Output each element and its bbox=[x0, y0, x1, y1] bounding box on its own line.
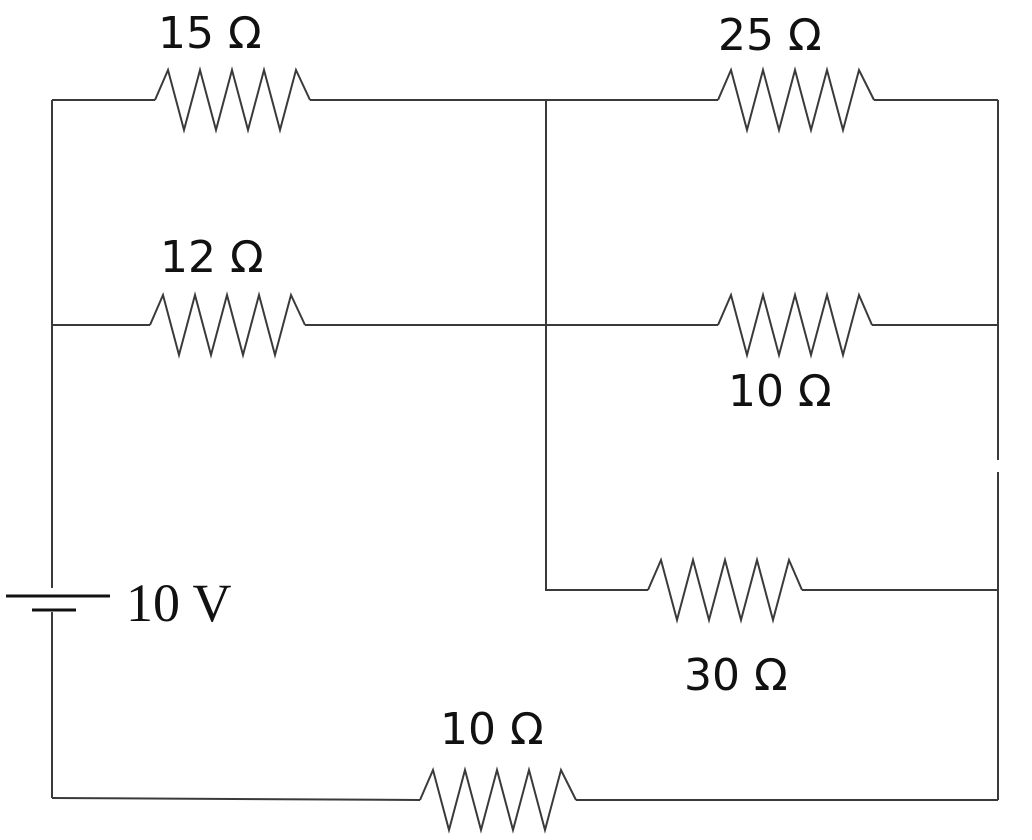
resistor-30-ohm bbox=[647, 556, 803, 624]
wire-middle-vertical bbox=[545, 100, 648, 591]
label-resistor-25-ohm: 25 Ω bbox=[718, 10, 822, 61]
resistor-25-ohm bbox=[717, 66, 875, 134]
resistor-10-ohm-bottom bbox=[419, 766, 577, 834]
label-resistor-30-ohm: 30 Ω bbox=[684, 650, 788, 701]
resistor-12-ohm bbox=[149, 291, 306, 359]
label-resistor-10-ohm-bottom: 10 Ω bbox=[440, 704, 544, 755]
label-resistor-10-ohm-middle: 10 Ω bbox=[728, 366, 832, 417]
label-resistor-12-ohm: 12 Ω bbox=[160, 232, 264, 283]
resistor-15-ohm bbox=[154, 66, 311, 134]
label-battery-voltage: 10 V bbox=[126, 573, 232, 633]
resistor-10-ohm-middle bbox=[717, 291, 873, 359]
wire-bottom-left bbox=[51, 797, 421, 801]
label-resistor-15-ohm: 15 Ω bbox=[158, 8, 262, 59]
